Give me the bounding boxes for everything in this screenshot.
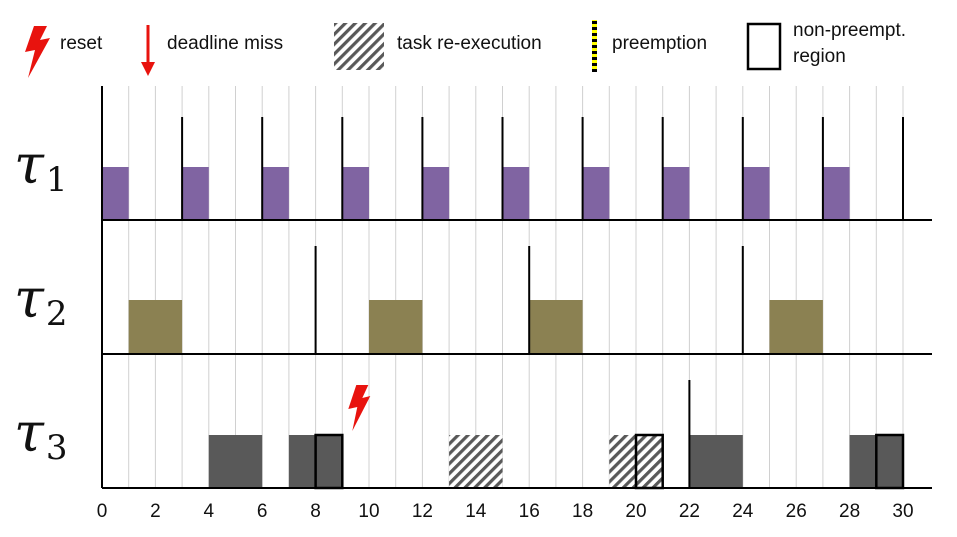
nonpreempt-legend-label-line2: region [793,46,846,67]
reset-icon [348,385,371,431]
x-tick-label: 0 [97,501,108,522]
x-tick-label: 6 [257,501,268,522]
tau3-label-subscript: 3 [46,428,68,468]
x-tick-label: 26 [786,501,807,522]
task-reexecution-legend-swatch [334,23,384,70]
release-marks [181,117,904,488]
tau3-reexecution-bar [449,435,503,488]
preemption-legend-label: preemption [612,33,707,54]
tau2-job-bar [128,300,183,354]
tau1-job-bar [422,167,450,220]
tau1-job-bar [822,167,850,220]
tau1-job-bar [742,167,770,220]
nonpreempt-legend-swatch [746,22,782,71]
x-tick-label: 2 [150,501,161,522]
tau1-job-bar [262,167,289,220]
x-tick-label: 28 [839,501,860,522]
tau3-label: τ3 [14,401,68,468]
preemption-legend-swatch [592,20,597,72]
x-tick-label: 14 [465,501,487,522]
grid-lines [128,86,904,488]
tau1-job-bar [182,167,209,220]
task-labels: τ1 τ2 τ3 [14,133,68,468]
reset-legend-icon [25,26,50,78]
x-tick-label: 18 [572,501,593,522]
schedule-bars [102,167,905,490]
tau1-label: τ1 [14,133,68,200]
tau3-job-bar [689,435,743,488]
task-reexecution-legend-label: task re-execution [397,33,542,54]
x-tick-label: 8 [310,501,321,522]
x-tick-label: 22 [679,501,700,522]
legend: reset deadline miss task re-execution pr… [25,20,906,78]
tau2-job-bar [529,300,583,354]
tau2-job-bar [769,300,823,354]
axes [101,86,932,489]
tau1-label-subscript: 1 [46,160,68,200]
x-tick-label: 24 [732,501,754,522]
nonpreempt-legend-label-line1: non-preempt. [793,20,906,41]
tau1-job-bar [342,167,369,220]
x-tick-label: 10 [358,501,379,522]
deadline-miss-legend-label: deadline miss [167,33,283,54]
x-tick-label: 16 [519,501,540,522]
x-tick-label: 4 [204,501,215,522]
tau2-job-bar [369,300,423,354]
x-tick-label: 30 [892,501,913,522]
x-tick-label: 20 [625,501,646,522]
tau1-job-bar [582,167,610,220]
reset-legend-label: reset [60,33,103,54]
tau1-job-bar [662,167,690,220]
tau2-label-subscript: 2 [46,294,68,334]
tau2-label: τ2 [14,267,68,334]
tau1-job-bar [102,167,129,220]
tau3-job-bar [208,435,263,488]
x-tick-label: 12 [412,501,433,522]
tau1-job-bar [502,167,530,220]
deadline-miss-legend-icon [141,25,155,76]
